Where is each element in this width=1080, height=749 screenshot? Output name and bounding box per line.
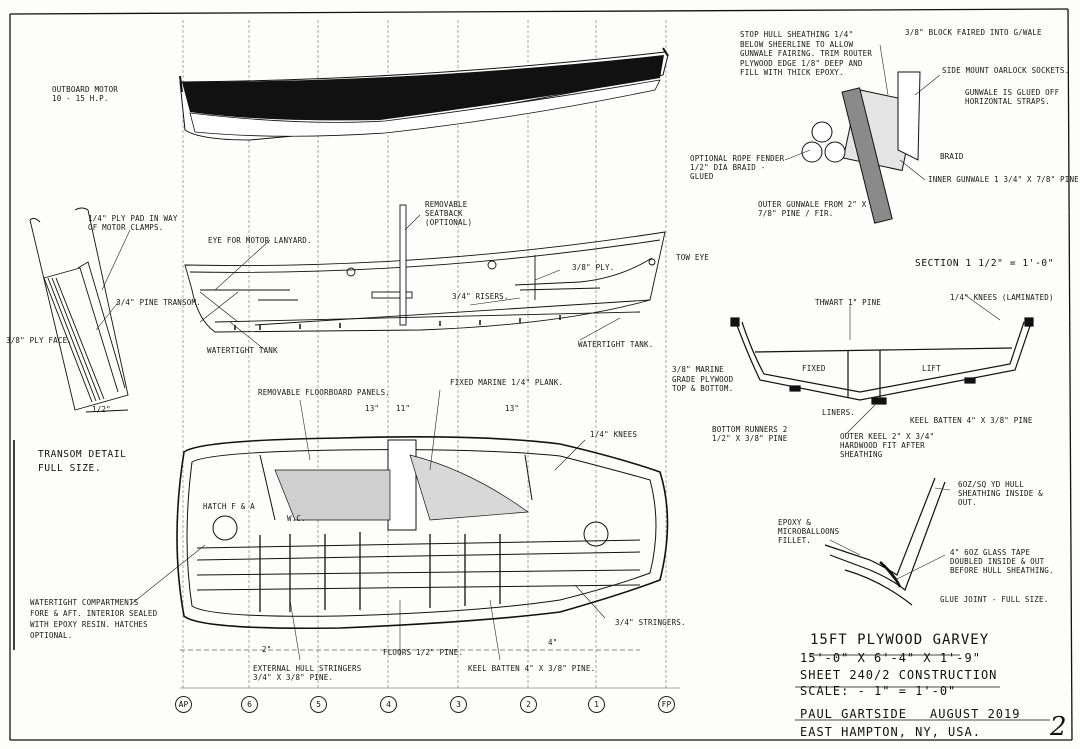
outer-gunwale-label: OUTER GUNWALE FROM 2" x 7/8" PINE / FIR.: [758, 200, 867, 218]
station-5: 5: [310, 696, 327, 713]
floorboard-panels-label: REMOVABLE FLOORBOARD PANELS.: [258, 388, 391, 397]
bottom-runners-label: BOTTOM RUNNERS 2 1/2" x 3/8" PINE: [712, 425, 788, 443]
station-fp: FP: [658, 696, 675, 713]
inboard-profile-view: [184, 204, 666, 333]
glue-joint-label: GLUE JOINT - FULL SIZE.: [940, 595, 1049, 604]
outboard-motor-label: OUTBOARD MOTOR 10 - 15 H.P.: [52, 85, 119, 103]
wc-label: W.C.: [287, 514, 306, 523]
fixed-label: FIXED: [802, 364, 826, 373]
dim-11: 11": [396, 404, 411, 413]
gunwale-glued-label: GUNWALE IS GLUED OFF HORIZONTAL STRAPS.: [965, 88, 1060, 106]
thwart-label: THWART 1" PINE: [815, 298, 882, 307]
rope-fender-label: OPTIONAL ROPE FENDER 1/2" DIA BRAID - GL…: [690, 154, 785, 181]
hatch-label: HATCH F & A: [203, 502, 255, 511]
plan-knees-label: 1/4" KNEES: [590, 430, 638, 439]
dim-2: 2": [262, 645, 272, 654]
title-sheet: SHEET 240/2 CONSTRUCTION: [800, 668, 998, 682]
page-number: 2: [1050, 712, 1067, 742]
stop-hull-sheathing-label: STOP HULL SHEATHING 1/4" BELOW SHEERLINE…: [740, 30, 873, 77]
inner-gunwale-label: INNER GUNWALE 1 3/4" x 7/8" PINE: [928, 175, 1079, 184]
removable-seatback-label: REMOVABLE SEATBACK (OPTIONAL): [425, 200, 473, 227]
title-dimensions: 15'-0" x 6'-4" x 1'-9": [800, 651, 981, 665]
station-3: 3: [450, 696, 467, 713]
watertight-tank-aft-label: WATERTIGHT TANK: [207, 346, 278, 355]
outer-keel-label: OUTER KEEL 2" x 3/4" HARDWOOD FIT AFTER …: [840, 432, 935, 459]
eye-motor-lanyard-label: EYE FOR MOTOR LANYARD.: [208, 236, 312, 245]
chine-detail-view: [824, 477, 946, 606]
sheet-border: [9, 8, 1073, 741]
leader-lines: [95, 44, 1001, 661]
title-date: AUGUST 2019: [930, 707, 1021, 721]
transom-dim-label: 1/2": [92, 405, 111, 414]
title-scale: SCALE: - 1" = 1'-0": [800, 684, 957, 698]
ply-pad-label: 1/4" PLY PAD IN WAY OF MOTOR CLAMPS.: [88, 214, 178, 232]
gunwale-section-view: [801, 71, 921, 224]
pine-transom-label: 3/4" PINE TRANSOM.: [116, 298, 201, 307]
plan-view: [176, 436, 669, 651]
station-2: 2: [520, 696, 537, 713]
lift-label: LIFT: [922, 364, 941, 373]
block-faired-label: 3/8" BLOCK FAIRED INTO G/WALE: [905, 28, 1042, 37]
oarlock-sockets-label: SIDE MOUNT OARLOCK SOCKETS.: [942, 66, 1070, 75]
ply-38-label: 3/8" PLY.: [572, 263, 615, 272]
fixed-marine-plank-label: FIXED MARINE 1/4" PLANK.: [450, 378, 564, 387]
transom-detail-view: [29, 207, 129, 413]
ply-face-label: 3/8" PLY FACE.: [6, 336, 73, 345]
watertight-tank-fwd-label: WATERTIGHT TANK.: [578, 340, 654, 349]
external-stringers-label: EXTERNAL HULL STRINGERS 3/4" x 3/8" PINE…: [253, 664, 362, 682]
title-designer: PAUL GARTSIDE: [800, 707, 907, 721]
section-scale-title: SECTION 1 1/2" = 1'-0": [915, 258, 1055, 269]
section-keel-batten-label: KEEL BATTEN 4" x 3/8" PINE: [910, 416, 1033, 425]
station-6: 6: [241, 696, 258, 713]
hull-sheathing-label: 6oz/sq yd HULL SHEATHING INSIDE & OUT.: [958, 480, 1043, 507]
midship-section-view: [730, 317, 1034, 405]
dim-13b: 13": [505, 404, 520, 413]
outboard-profile-view: [179, 47, 669, 141]
stringers-label: 3/4" STRINGERS.: [615, 618, 686, 627]
transom-detail-title: TRANSOM DETAIL FULL SIZE.: [38, 449, 127, 474]
plan-keel-batten-label: KEEL BATTEN 4" x 3/8" PINE.: [468, 664, 596, 673]
title-block-lines: [795, 654, 1050, 721]
dim-13a: 13": [365, 404, 380, 413]
station-4: 4: [380, 696, 397, 713]
laminated-knees-label: 1/4" KNEES (LAMINATED): [950, 293, 1054, 302]
title-boat-name: 15FT PLYWOOD GARVEY: [810, 632, 990, 648]
glass-tape-label: 4" 6oz GLASS TAPE DOUBLED INSIDE & OUT B…: [950, 548, 1054, 575]
risers-label: 3/4" RISERS.: [452, 292, 509, 301]
marine-grade-plywood-label: 3/8" MARINE GRADE PLYWOOD TOP & BOTTOM.: [672, 365, 734, 393]
floors-label: FLOORS 1/2" PINE.: [383, 648, 464, 657]
epoxy-fillet-label: EPOXY & MICROBALLOONS FILLET.: [778, 518, 840, 545]
dim-4: 4": [548, 638, 558, 647]
watertight-compartments-label: WATERTIGHT COMPARTMENTS FORE & AFT. INTE…: [30, 598, 158, 640]
title-location: EAST HAMPTON, NY, USA.: [800, 725, 981, 739]
station-ap: AP: [175, 696, 192, 713]
liners-label: LINERS.: [822, 408, 856, 417]
station-1: 1: [588, 696, 605, 713]
tow-eye-label: TOW EYE: [676, 253, 710, 262]
braid-label: BRAID: [940, 152, 964, 161]
